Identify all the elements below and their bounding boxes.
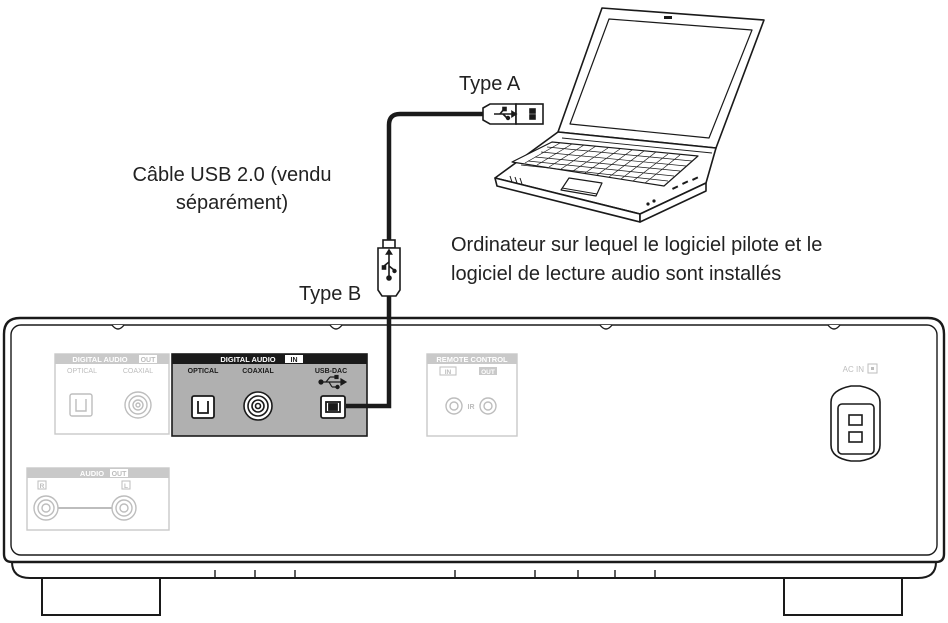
laptop-keyboard-keys: [520, 142, 693, 184]
type-a-label: Type A: [459, 73, 521, 95]
computer-caption-line2: logiciel de lecture audio sont installés: [451, 263, 782, 285]
out-coaxial-jack-icon: [124, 391, 152, 419]
in-coaxial-jack-icon: [243, 391, 273, 421]
audio-badge: OUT: [112, 471, 128, 478]
laptop-screen: [569, 18, 753, 139]
audio-r-label: R: [40, 483, 45, 490]
laptop-computer-icon: [494, 7, 765, 223]
out-optical-label: OPTICAL: [67, 368, 97, 375]
type-b-label: Type B: [299, 283, 362, 305]
laptop-status-leds: [509, 175, 523, 185]
usb-symbol-icon: [318, 374, 348, 390]
bottom-ticks: [214, 570, 656, 578]
chassis-inner-border: [10, 324, 938, 556]
audio-out-panel: AUDIO OUT R L: [26, 467, 170, 531]
digital-out-badge: OUT: [141, 357, 157, 364]
remote-ir-label: IR: [468, 404, 475, 411]
remote-jacks-icon: [445, 397, 497, 415]
cable-caption-line1: Câble USB 2.0 (vendu: [132, 164, 332, 186]
left-foot: [41, 575, 161, 616]
right-foot: [783, 575, 903, 616]
out-optical-jack-icon: [69, 393, 93, 417]
laptop-base-side: [639, 182, 707, 223]
cable-lower: [346, 296, 392, 409]
cable-upper: [386, 111, 483, 240]
remote-out-label: OUT: [481, 369, 495, 376]
digital-audio-out-panel: DIGITAL AUDIO OUT OPTICAL COAXIAL: [54, 353, 170, 435]
usb-cable: [346, 103, 544, 409]
remote-control-panel: REMOTE CONTROL IN OUT IR: [426, 353, 518, 437]
usb-type-b-plug-icon: [377, 239, 401, 297]
cable-caption: Câble USB 2.0 (vendu séparément): [112, 161, 352, 217]
computer-caption-line1: Ordinateur sur lequel le logiciel pilote…: [451, 234, 823, 256]
usb-b-port-icon: [320, 395, 346, 419]
out-coaxial-label: COAXIAL: [123, 368, 153, 375]
ac-inlet-icon: [830, 385, 881, 462]
ac-in-label: AC IN: [843, 365, 865, 374]
digital-audio-in-panel: DIGITAL AUDIO IN OPTICAL COAXIAL USB-DAC: [171, 353, 368, 437]
usb-type-a-plug-icon: [482, 103, 544, 125]
cable-caption-line2: séparément): [175, 192, 289, 214]
remote-in-label: IN: [445, 369, 452, 376]
in-optical-label: OPTICAL: [188, 368, 219, 375]
top-notches: [111, 324, 841, 330]
audio-title: AUDIO: [80, 469, 104, 478]
laptop-side-ports: [646, 176, 699, 206]
remote-title: REMOTE CONTROL: [436, 355, 508, 364]
in-coaxial-label: COAXIAL: [242, 368, 274, 375]
ac-in-section: AC IN: [830, 363, 881, 462]
digital-in-badge: IN: [291, 357, 298, 364]
audio-l-label: L: [124, 483, 128, 490]
laptop-touchpad: [560, 177, 603, 197]
audio-rca-jacks-icon: [33, 495, 137, 521]
in-usb-dac-label: USB-DAC: [315, 368, 347, 375]
digital-in-title: DIGITAL AUDIO: [220, 355, 275, 364]
computer-caption: Ordinateur sur lequel le logiciel pilote…: [451, 231, 822, 289]
digital-out-title: DIGITAL AUDIO: [72, 355, 127, 364]
in-optical-jack-icon: [191, 395, 215, 419]
